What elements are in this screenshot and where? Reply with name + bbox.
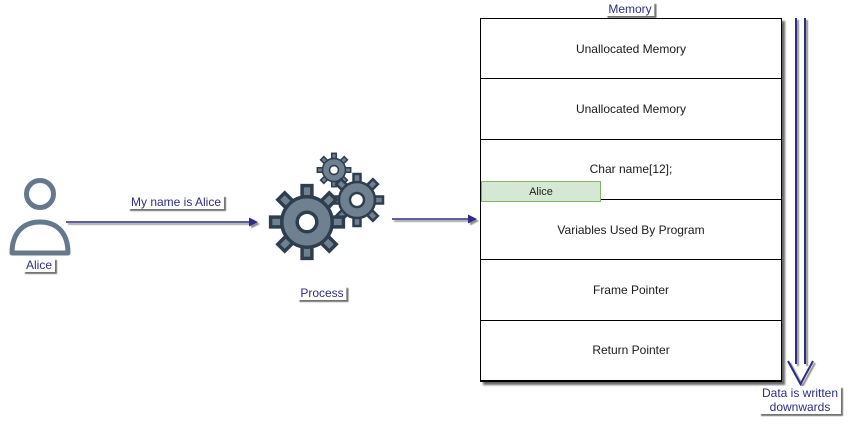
data-flow-note-line1: Data is written [761,386,839,400]
process-gears-icon [268,152,385,261]
buffer-fill-box: Alice [481,181,601,202]
memory-row-variables: Variables Used By Program [481,200,781,261]
process-to-memory-arrow [392,214,477,224]
user-icon [9,178,71,256]
data-flow-note-line2: downwards [769,400,831,414]
memory-row-return-pointer: Return Pointer [481,321,781,381]
memory-table: Unallocated Memory Unallocated Memory Ch… [480,18,782,382]
data-flow-note: Data is written downwards [758,386,842,414]
message-label: My name is Alice [127,195,225,209]
data-flow-arrow [787,18,814,387]
process-label: Process [297,286,347,300]
memory-row-char-name: Char name[12]; [481,140,781,200]
memory-title: Memory [605,2,655,16]
actor-to-process-arrow [66,217,258,227]
memory-row-unallocated-2: Unallocated Memory [481,79,781,140]
memory-row-frame-pointer: Frame Pointer [481,260,781,321]
actor-label: Alice [22,258,56,272]
memory-row-unallocated-1: Unallocated Memory [481,19,781,80]
